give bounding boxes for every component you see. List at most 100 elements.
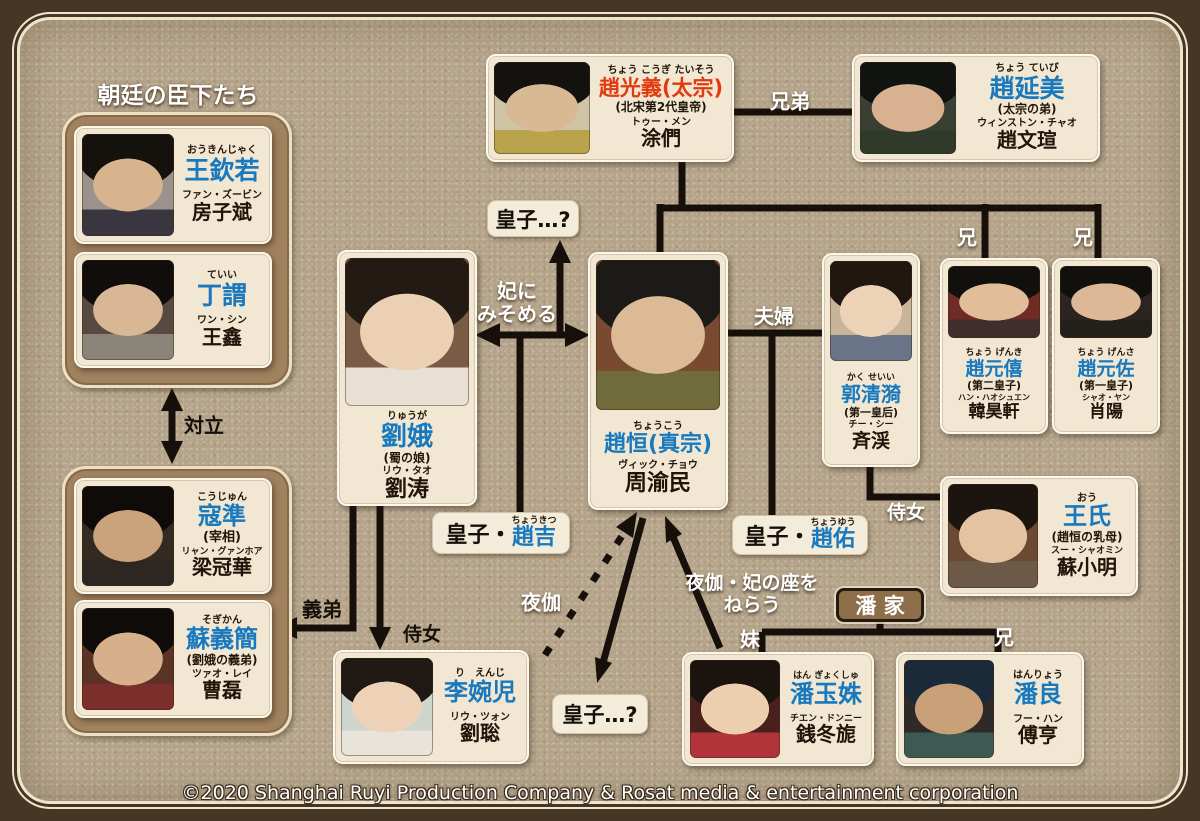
actor-furigana: リャン・グァンホア bbox=[181, 546, 263, 557]
character-role: (劉娥の義弟) bbox=[186, 652, 258, 667]
character-role: (北宋第2代皇帝) bbox=[615, 99, 707, 114]
actor-furigana: チー・シー bbox=[848, 420, 894, 431]
prince-furigana: ちょうきつ bbox=[511, 516, 557, 526]
portrait-kou-zhun bbox=[82, 486, 174, 586]
character-name: 寇準 bbox=[198, 501, 246, 530]
character-name: 丁謂 bbox=[196, 281, 247, 311]
character-card-zhao-yuanzuo: ちょう げんさ 趙元佐 (第一皇子) シャオ・ヤン 肖陽 bbox=[1052, 258, 1160, 434]
character-furigana: り えんじ bbox=[455, 667, 505, 679]
portrait-guo-qingyi bbox=[830, 261, 912, 361]
character-role: (蜀の娘) bbox=[383, 450, 431, 465]
character-furigana: ちょう ていび bbox=[995, 63, 1059, 75]
actor-name: 房子斌 bbox=[192, 200, 252, 224]
label-maid-wang: 侍女 bbox=[886, 501, 926, 524]
character-card-pan-liang: はんりょう 潘良 フー・ハン 傅亨 bbox=[896, 652, 1084, 766]
badge-prince-zhaoyou: 皇子・ちょうゆう趙佑 bbox=[732, 515, 868, 555]
character-card-zhao-yanmei: ちょう ていび 趙延美 (太宗の弟) ウィンストン・チャオ 趙文瑄 bbox=[852, 54, 1100, 162]
actor-furigana: リウ・ツォン bbox=[450, 711, 510, 723]
portrait-pan-liang bbox=[904, 660, 994, 758]
character-furigana: ていい bbox=[207, 270, 237, 282]
portrait-zhao-yanmei bbox=[860, 62, 956, 154]
character-name: 蘇義簡 bbox=[186, 624, 258, 653]
actor-name: 韓昊軒 bbox=[968, 401, 1020, 422]
actor-name: 蘇小明 bbox=[1057, 554, 1117, 579]
character-furigana: おう bbox=[1077, 492, 1097, 504]
character-name: 潘良 bbox=[1014, 679, 1062, 708]
character-card-kou-zhun: こうじゅん 寇準 (宰相) リャン・グァンホア 梁冠華 bbox=[74, 478, 272, 594]
character-name: 趙延美 bbox=[989, 74, 1065, 104]
badge-prince-unknown-bottom: 皇子…? bbox=[552, 694, 648, 734]
badge-prince-unknown-top: 皇子…? bbox=[487, 200, 579, 237]
character-card-guo-qingyi: かく せいい 郭清漪 (第一皇后) チー・シー 斉渓 bbox=[822, 253, 920, 467]
portrait-zhao-yuanxi bbox=[948, 266, 1040, 338]
badge-pan-family: 潘 家 bbox=[836, 588, 924, 622]
character-name: 王欽若 bbox=[184, 156, 260, 186]
character-furigana: りゅうが bbox=[387, 411, 427, 422]
portrait-liu-e bbox=[345, 258, 469, 406]
court-panel-title: 朝廷の臣下たち bbox=[97, 83, 259, 109]
character-furigana: かく せいい bbox=[846, 373, 896, 384]
character-furigana: ちょう こうぎ たいそう bbox=[607, 65, 715, 77]
character-name: 潘玉姝 bbox=[790, 679, 862, 708]
actor-name: 曹磊 bbox=[202, 678, 242, 703]
character-role: (太宗の弟) bbox=[997, 102, 1057, 117]
label-maid-li: 侍女 bbox=[402, 623, 442, 646]
character-name: 趙元佐 bbox=[1077, 357, 1135, 380]
character-card-liu-e: りゅうが 劉娥 (蜀の娘) リウ・タオ 劉涛 bbox=[337, 250, 477, 506]
character-role: (宰相) bbox=[203, 529, 241, 545]
prince-prefix: 皇子・ bbox=[744, 525, 811, 550]
portrait-zhao-yuanzuo bbox=[1060, 266, 1152, 338]
actor-furigana: トゥー・メン bbox=[631, 116, 691, 128]
actor-name: 肖陽 bbox=[1089, 401, 1123, 422]
copyright-text: ©2020 Shanghai Ruyi Production Company &… bbox=[181, 782, 1019, 804]
character-furigana: はんりょう bbox=[1013, 669, 1063, 681]
portrait-wang-qinruo bbox=[82, 134, 174, 236]
character-name: 王氏 bbox=[1063, 502, 1111, 531]
character-card-wang-qinruo: おうきんじゃく 王欽若 ファン・ズービン 房子斌 bbox=[74, 126, 272, 244]
character-name: 趙光義(太宗) bbox=[598, 75, 724, 100]
character-card-zhao-heng: ちょうこう 趙恒(真宗) ヴィック・チョウ 周渝民 bbox=[588, 252, 728, 510]
actor-furigana: ツァオ・レイ bbox=[192, 668, 252, 680]
portrait-su-yijian bbox=[82, 608, 174, 710]
character-furigana: こうじゅん bbox=[197, 491, 247, 503]
character-card-pan-yushu: はん ぎょくしゅ 潘玉姝 チエン・ドンニー 銭冬旎 bbox=[682, 652, 874, 766]
actor-name: 傅亨 bbox=[1018, 723, 1058, 748]
character-furigana: ちょう げんさ bbox=[1077, 347, 1135, 358]
portrait-ding-wei bbox=[82, 260, 174, 360]
character-role: (第一皇后) bbox=[843, 405, 899, 419]
character-card-zhao-yuanxi: ちょう げんき 趙元僖 (第二皇子) ハン・ハオシュエン 韓昊軒 bbox=[940, 258, 1048, 434]
actor-furigana: ヴィック・チョウ bbox=[618, 460, 698, 471]
actor-furigana: フー・ハン bbox=[1013, 713, 1063, 725]
label-elder-brother-1: 兄 bbox=[957, 225, 977, 250]
label-elder-brother-2: 兄 bbox=[1073, 225, 1093, 250]
character-name: 趙元僖 bbox=[965, 357, 1023, 380]
character-role: (趙恒の乳母) bbox=[1051, 530, 1123, 545]
portrait-li-wanr bbox=[341, 658, 433, 756]
actor-furigana: チエン・ドンニー bbox=[789, 713, 862, 724]
label-love-at-first-sight: 妃に みそめる bbox=[477, 279, 557, 326]
prince-prefix: 皇子・ bbox=[445, 523, 512, 548]
character-name: 李婉児 bbox=[444, 677, 516, 706]
portrait-zhao-guangyi bbox=[494, 62, 590, 154]
actor-name: 周渝民 bbox=[624, 470, 691, 496]
actor-furigana: リウ・タオ bbox=[382, 465, 432, 477]
prince-furigana: ちょうゆう bbox=[810, 518, 856, 528]
portrait-wang-shi bbox=[948, 484, 1038, 588]
character-card-su-yijian: そぎかん 蘇義簡 (劉娥の義弟) ツァオ・レイ 曹磊 bbox=[74, 600, 272, 718]
actor-name: 王鑫 bbox=[202, 325, 242, 349]
label-night-service: 夜伽 bbox=[521, 590, 561, 615]
character-name: 趙恒(真宗) bbox=[603, 432, 713, 458]
label-brothers: 兄弟 bbox=[770, 89, 810, 114]
character-furigana: おうきんじゃく bbox=[187, 145, 257, 157]
actor-name: 趙文瑄 bbox=[997, 127, 1057, 152]
label-conflict: 対立 bbox=[184, 413, 224, 438]
portrait-pan-yushu bbox=[690, 660, 780, 758]
actor-name: 劉涛 bbox=[384, 476, 429, 502]
actor-name: 涂們 bbox=[641, 126, 681, 151]
actor-name: 劉聡 bbox=[460, 721, 500, 746]
actor-name: 斉渓 bbox=[851, 430, 890, 453]
character-card-li-wanr: り えんじ 李婉児 リウ・ツォン 劉聡 bbox=[333, 650, 529, 764]
prince-name: 趙佑 bbox=[811, 527, 856, 552]
